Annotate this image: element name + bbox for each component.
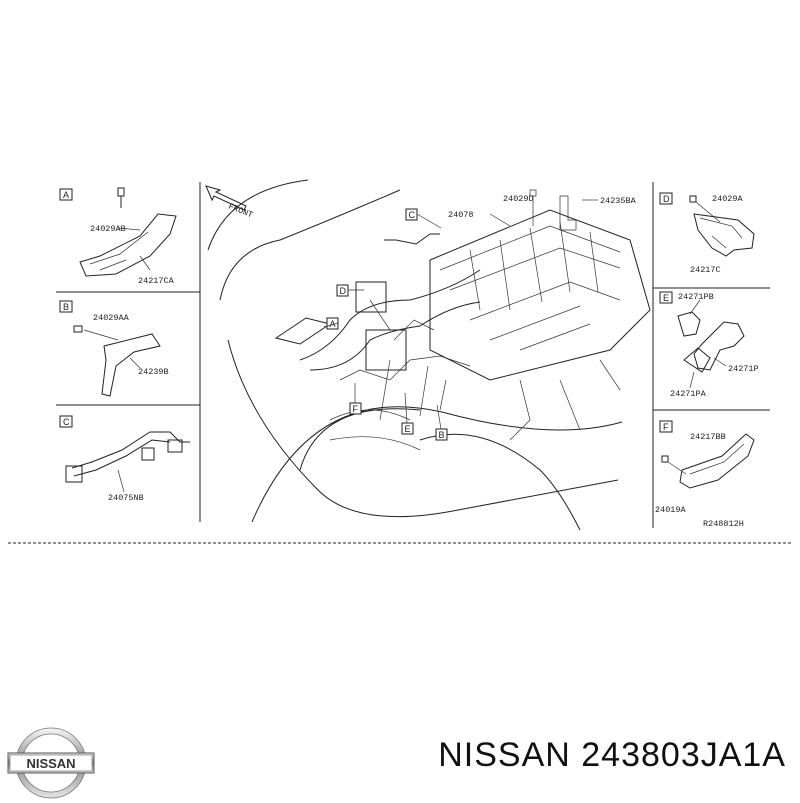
callout-box	[349, 402, 362, 415]
engine-block-icon	[429, 209, 651, 381]
part-label: 24029A	[712, 194, 744, 204]
panel-c-letter-box	[59, 415, 73, 428]
panel-f-letter-box	[659, 420, 673, 433]
connector-icon	[65, 465, 83, 483]
front-arrow-icon	[205, 185, 247, 211]
callout-letter: C	[409, 210, 416, 220]
sensor-part-icon	[683, 347, 711, 373]
bracket-part-icon	[274, 317, 332, 345]
bracket-part-icon	[101, 333, 161, 397]
panel-b-letter-box	[59, 300, 73, 313]
harness-icon	[299, 269, 481, 361]
panel-d: D 24029A 24217C	[659, 192, 755, 275]
panel-a: A 24029AB 24217CA	[59, 187, 177, 286]
callout-box	[435, 428, 448, 441]
callout-box	[326, 317, 339, 330]
bracket-part-icon	[693, 213, 755, 257]
panel-d-letter: D	[663, 194, 670, 204]
panel-e-letter-box	[659, 291, 673, 304]
panel-a-letter: A	[63, 190, 69, 200]
panel-f-letter: F	[663, 422, 669, 432]
part-label: 24271P	[728, 364, 759, 374]
panel-d-letter-box	[659, 192, 673, 205]
panel-e: E 24271PB 24271P 24271PA	[659, 291, 759, 399]
part-label: 24029AB	[90, 224, 126, 234]
callout-box	[336, 284, 349, 297]
parts-diagram: A 24029AB 24217CA B 24029AA 24239B C 240…	[8, 179, 792, 544]
part-label: 24019A	[655, 505, 687, 515]
part-label: 24075NB	[108, 493, 144, 503]
callout-box	[405, 208, 418, 221]
callout-letter: B	[439, 430, 445, 440]
panel-c-letter: C	[63, 417, 70, 427]
part-label: 24239B	[138, 367, 169, 377]
bolt-icon	[689, 195, 697, 203]
relay-box-icon	[365, 329, 407, 371]
sensor-part-icon	[693, 321, 745, 371]
logo-text: NISSAN	[26, 756, 75, 771]
part-label: 24217C	[690, 265, 721, 275]
part-label: 24078	[448, 210, 474, 220]
bracket-part-icon	[559, 195, 577, 231]
reference-code: R248812H	[703, 519, 744, 529]
callout-letter: D	[340, 286, 347, 296]
part-label: 24029AA	[93, 313, 130, 323]
harness-part-icon	[71, 431, 190, 469]
sensor-part-icon	[677, 311, 701, 337]
part-label: 24029D	[503, 194, 534, 204]
part-label: 24235BA	[600, 196, 637, 206]
bolt-icon	[529, 189, 537, 226]
callout-letter: E	[405, 424, 411, 434]
relay-box-icon	[355, 281, 387, 313]
panel-e-letter: E	[663, 293, 669, 303]
panel-f: F 24217BB 24019A	[655, 420, 755, 515]
bracket-part-icon	[679, 433, 755, 489]
panel-b: B 24029AA 24239B	[59, 300, 169, 397]
callout-letter: F	[353, 404, 359, 414]
panel-c: C 24075NB	[59, 415, 190, 503]
bolt-icon	[117, 187, 125, 208]
nissan-logo: NISSAN	[7, 727, 95, 799]
callout-box	[401, 422, 414, 435]
panel-b-letter: B	[63, 302, 69, 312]
connector-icon	[167, 439, 183, 453]
bracket-part-icon	[79, 213, 177, 277]
part-label: 24217CA	[138, 276, 175, 286]
part-label: 24271PB	[678, 292, 714, 302]
product-title: NISSAN 243803JA1A	[438, 736, 786, 774]
panel-a-letter-box	[59, 188, 73, 201]
part-label: 24217BB	[690, 432, 726, 442]
callout-letter: A	[330, 319, 336, 329]
bolt-icon	[661, 455, 669, 463]
bolt-icon	[73, 325, 83, 333]
connector-icon	[141, 447, 155, 461]
part-label: 24271PA	[670, 389, 707, 399]
engine-assembly-view: FRONT 24029D 24078 24235BA C	[205, 179, 744, 531]
